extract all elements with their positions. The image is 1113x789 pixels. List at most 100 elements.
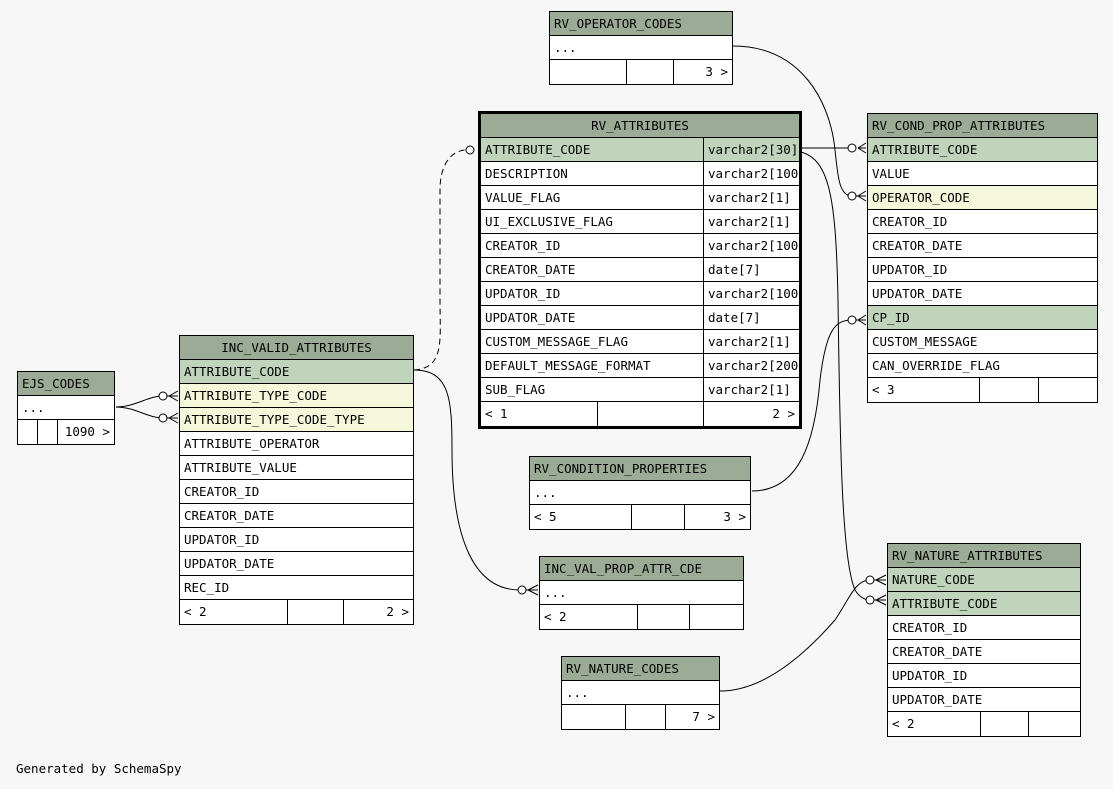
footer-children bbox=[1029, 712, 1080, 736]
generated-by-caption: Generated by SchemaSpy bbox=[16, 761, 182, 776]
table-row: NATURE_CODE bbox=[888, 568, 1080, 592]
link-ejs-type-code-type bbox=[115, 406, 178, 419]
table-row: ATTRIBUTE_TYPE_CODE_TYPE bbox=[180, 408, 413, 432]
table-footer: 3 > bbox=[550, 60, 732, 84]
table-row: UPDATOR_DATE bbox=[868, 282, 1097, 306]
column-type: varchar2[100] bbox=[703, 234, 799, 257]
table-row: CP_ID bbox=[868, 306, 1097, 330]
table-inc-valid-attributes[interactable]: INC_VALID_ATTRIBUTES ATTRIBUTE_CODE ATTR… bbox=[179, 335, 414, 625]
table-row: ATTRIBUTE_TYPE_CODE bbox=[180, 384, 413, 408]
footer-parents bbox=[550, 60, 627, 84]
column-name: UPDATOR_DATE bbox=[485, 310, 576, 325]
table-row: UPDATOR_ID bbox=[180, 528, 413, 552]
footer-children: 3 > bbox=[723, 509, 746, 524]
table-row: CAN_OVERRIDE_FLAG bbox=[868, 354, 1097, 378]
column-type: varchar2[1] bbox=[703, 378, 799, 401]
table-rv-nature-attributes[interactable]: RV_NATURE_ATTRIBUTES NATURE_CODE ATTRIBU… bbox=[887, 543, 1081, 737]
footer-parents: < 2 bbox=[180, 600, 288, 624]
table-title[interactable]: RV_COND_PROP_ATTRIBUTES bbox=[868, 114, 1097, 138]
footer-columns bbox=[288, 600, 344, 624]
footer-children bbox=[690, 605, 743, 629]
table-inc-val-prop-attr-cde[interactable]: INC_VAL_PROP_ATTR_CDE ... < 2 bbox=[539, 556, 744, 630]
table-row: UPDATOR_DATE date[7] bbox=[481, 306, 799, 330]
table-footer: 1090 > bbox=[18, 420, 114, 444]
column-name: VALUE_FLAG bbox=[485, 190, 561, 205]
column-type: varchar2[1] bbox=[703, 330, 799, 353]
column-type: date[7] bbox=[703, 306, 799, 329]
table-row: ATTRIBUTE_VALUE bbox=[180, 456, 413, 480]
footer-children: 3 > bbox=[705, 64, 728, 79]
table-title[interactable]: INC_VALID_ATTRIBUTES bbox=[180, 336, 413, 360]
link-nature-codes bbox=[719, 579, 886, 692]
table-rv-nature-codes[interactable]: RV_NATURE_CODES ... 7 > bbox=[561, 656, 720, 730]
column-type: varchar2[1] bbox=[703, 186, 799, 209]
table-row: ... bbox=[550, 36, 732, 60]
table-row: ... bbox=[18, 396, 114, 420]
column-name: DEFAULT_MESSAGE_FORMAT bbox=[485, 358, 651, 373]
table-row: VALUE bbox=[868, 162, 1097, 186]
footer-parents bbox=[18, 420, 38, 444]
table-footer: < 5 3 > bbox=[530, 505, 750, 529]
table-title[interactable]: RV_NATURE_CODES bbox=[562, 657, 719, 681]
table-title[interactable]: INC_VAL_PROP_ATTR_CDE bbox=[540, 557, 743, 581]
column-name: CREATOR_ID bbox=[485, 238, 561, 253]
link-ejs-type-code bbox=[115, 395, 178, 408]
table-footer: < 1 2 > bbox=[481, 402, 799, 426]
link-condition-props bbox=[751, 319, 866, 492]
table-rv-cond-prop-attributes[interactable]: RV_COND_PROP_ATTRIBUTES ATTRIBUTE_CODE V… bbox=[867, 113, 1098, 403]
table-row: UPDATOR_ID bbox=[888, 664, 1080, 688]
column-type: varchar2[1] bbox=[703, 210, 799, 233]
table-rv-operator-codes[interactable]: RV_OPERATOR_CODES ... 3 > bbox=[549, 11, 733, 85]
table-row: CREATOR_DATE bbox=[888, 640, 1080, 664]
column-type: date[7] bbox=[703, 258, 799, 281]
footer-columns bbox=[981, 712, 1029, 736]
table-row: UPDATOR_ID bbox=[868, 258, 1097, 282]
footer-columns bbox=[598, 402, 704, 426]
table-footer: < 2 bbox=[888, 712, 1080, 736]
table-title[interactable]: RV_CONDITION_PROPERTIES bbox=[530, 457, 750, 481]
table-row: CREATOR_ID bbox=[888, 616, 1080, 640]
table-footer: 7 > bbox=[562, 705, 719, 729]
footer-columns bbox=[980, 378, 1039, 402]
table-row: UPDATOR_DATE bbox=[888, 688, 1080, 712]
column-type: varchar2[100] bbox=[703, 282, 799, 305]
footer-columns bbox=[38, 420, 58, 444]
table-rv-condition-properties[interactable]: RV_CONDITION_PROPERTIES ... < 5 3 > bbox=[529, 456, 751, 530]
footer-columns bbox=[627, 60, 674, 84]
table-title[interactable]: RV_NATURE_ATTRIBUTES bbox=[888, 544, 1080, 568]
footer-columns bbox=[626, 705, 666, 729]
table-title[interactable]: EJS_CODES bbox=[18, 372, 114, 396]
table-title[interactable]: RV_OPERATOR_CODES bbox=[550, 12, 732, 36]
table-ejs-codes[interactable]: EJS_CODES ... 1090 > bbox=[17, 371, 115, 445]
footer-parents: < 5 bbox=[530, 505, 632, 529]
table-row: ATTRIBUTE_CODE bbox=[180, 360, 413, 384]
link-implied-attr bbox=[413, 149, 467, 371]
column-name: UI_EXCLUSIVE_FLAG bbox=[485, 214, 613, 229]
table-row: ATTRIBUTE_CODE bbox=[888, 592, 1080, 616]
column-name: ATTRIBUTE_CODE bbox=[485, 142, 591, 157]
link-inc-val-prop bbox=[413, 369, 538, 591]
column-name: DESCRIPTION bbox=[485, 166, 568, 181]
table-row: CREATOR_DATE bbox=[868, 234, 1097, 258]
table-row: CUSTOM_MESSAGE bbox=[868, 330, 1097, 354]
footer-columns bbox=[632, 505, 685, 529]
table-row: OPERATOR_CODE bbox=[868, 186, 1097, 210]
table-row: REC_ID bbox=[180, 576, 413, 600]
footer-parents: < 2 bbox=[888, 712, 981, 736]
table-row: ... bbox=[530, 481, 750, 505]
table-row: ... bbox=[540, 581, 743, 605]
footer-children bbox=[1039, 378, 1097, 402]
table-title[interactable]: RV_ATTRIBUTES bbox=[481, 114, 799, 138]
table-row: CREATOR_ID bbox=[868, 210, 1097, 234]
footer-children: 7 > bbox=[692, 709, 715, 724]
table-row: CREATOR_ID bbox=[180, 480, 413, 504]
link-operator-codes bbox=[732, 45, 866, 197]
footer-parents: < 2 bbox=[540, 605, 638, 629]
table-row: UI_EXCLUSIVE_FLAG varchar2[1] bbox=[481, 210, 799, 234]
